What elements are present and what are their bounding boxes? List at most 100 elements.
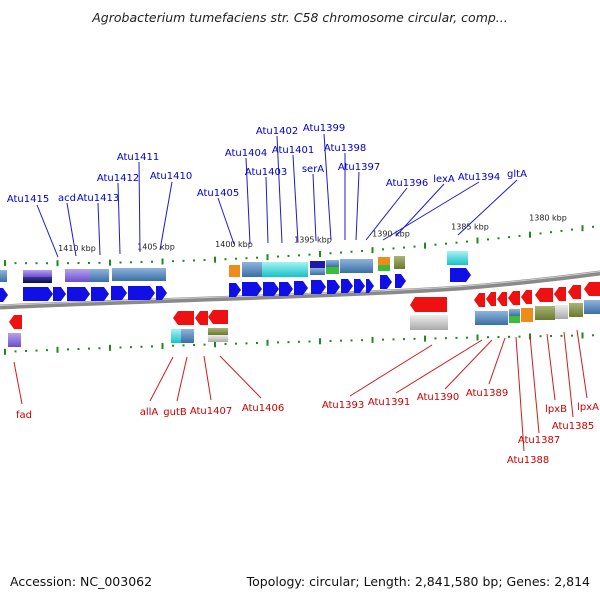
gene-label-atu1401: Atu1401: [272, 145, 314, 156]
gene-label-atu1410: Atu1410: [150, 171, 192, 182]
gene-label-gutb: gutB: [163, 407, 187, 418]
forward-gene-labels: Atu1415 acd Atu1413 Atu1412 Atu1411 Atu1…: [7, 123, 527, 258]
gene-label-atu1404: Atu1404: [225, 148, 267, 159]
gene-label-fad: fad: [16, 410, 32, 421]
topology-summary: Topology: circular; Length: 2,841,580 bp…: [246, 574, 590, 589]
feature-box: [171, 329, 181, 343]
gene-label-atu1406: Atu1406: [242, 403, 284, 414]
feature-box: [310, 261, 325, 268]
reverse-gene-arrow: [554, 287, 566, 301]
feature-box: [555, 305, 568, 319]
forward-gene-arrow: [156, 286, 167, 300]
gene-label-atu1390: Atu1390: [417, 392, 459, 403]
forward-gene-arrow: [341, 279, 353, 293]
gene-label-atu1388: Atu1388: [507, 455, 549, 466]
kbp-label: 1380 kbp: [529, 214, 567, 223]
gene-label-lpxb: lpxB: [545, 404, 567, 415]
forward-gene-arrow: [279, 282, 293, 296]
forward-gene-arrow: [263, 282, 279, 296]
gene-label-acd: acd: [58, 193, 76, 204]
feature-box: [326, 267, 339, 274]
gene-label-atu1415: Atu1415: [7, 194, 49, 205]
feature-box: [378, 257, 390, 265]
reverse-gene-arrow: [173, 311, 194, 325]
gene-label-atu1398: Atu1398: [324, 143, 366, 154]
feature-box: [208, 328, 228, 335]
feature-box: [310, 268, 325, 275]
forward-gene-arrow: [67, 287, 90, 301]
forward-gene-arrow: [311, 280, 326, 294]
forward-gene-arrow: [450, 268, 471, 282]
feature-box: [23, 270, 52, 277]
gene-label-atu1394: Atu1394: [458, 172, 500, 183]
feature-box: [8, 333, 21, 347]
reverse-gene-arrow: [486, 292, 496, 306]
gene-label-atu1411: Atu1411: [117, 152, 159, 163]
forward-gene-arrow: [91, 287, 109, 301]
scale-ticks-bottom: [4, 332, 594, 355]
feature-box: [181, 329, 194, 343]
reverse-gene-arrow: [474, 293, 485, 307]
gene-label-atu1391: Atu1391: [368, 397, 410, 408]
feature-box: [378, 265, 390, 271]
feature-box: [242, 262, 262, 277]
kbp-label: 1395 kbp: [294, 235, 332, 244]
kbp-scale-labels: 1410 kbp 1405 kbp 1400 kbp 1395 kbp 1390 kbp…: [58, 214, 567, 254]
reverse-gene-arrow: [208, 310, 228, 324]
chromosome-backbone: [0, 270, 600, 310]
forward-gene-arrow: [229, 283, 241, 297]
forward-gene-arrow: [53, 287, 66, 301]
feature-box: [262, 262, 308, 277]
forward-feature-boxes: [0, 251, 468, 283]
feature-box: [340, 259, 373, 273]
reverse-gene-arrow: [410, 297, 447, 312]
forward-gene-arrow: [242, 282, 262, 296]
scale-ticks-top: [4, 225, 594, 267]
kbp-label: 1400 kbp: [215, 240, 253, 249]
gene-label-atu1399: Atu1399: [303, 123, 345, 134]
gene-label-atu1389: Atu1389: [466, 388, 508, 399]
reverse-gene-arrow: [497, 292, 507, 306]
forward-gene-arrow: [366, 279, 374, 293]
gene-label-atu1413: Atu1413: [77, 193, 119, 204]
gene-label-atu1397: Atu1397: [338, 162, 380, 173]
feature-box: [475, 311, 508, 325]
forward-gene-arrow: [111, 286, 127, 300]
feature-box: [509, 316, 520, 323]
feature-box: [112, 268, 128, 281]
forward-gene-arrow: [0, 288, 8, 302]
gene-label-atu1385: Atu1385: [552, 421, 594, 432]
reverse-gene-arrow: [9, 315, 22, 329]
feature-box: [90, 269, 109, 282]
reverse-gene-arrow: [568, 285, 581, 299]
reverse-gene-labels: fad allA gutB Atu1407 Atu1406 Atu1393 At…: [13, 329, 599, 466]
chromosome-backbone-highlight: [0, 271, 600, 306]
gene-label-atu1393: Atu1393: [322, 400, 364, 411]
feature-box: [521, 308, 533, 322]
accession-label: Accession: NC_003062: [10, 574, 153, 589]
kbp-label: 1405 kbp: [137, 243, 175, 252]
gene-label-atu1396: Atu1396: [386, 178, 428, 189]
reverse-gene-arrow: [508, 291, 520, 305]
forward-gene-arrows: [0, 268, 471, 302]
forward-gene-arrow: [354, 279, 365, 293]
feature-box: [535, 306, 555, 320]
gene-label-atu1405: Atu1405: [197, 188, 239, 199]
feature-box: [229, 265, 240, 277]
feature-box: [128, 268, 166, 281]
feature-box: [326, 260, 339, 267]
reverse-gene-arrow: [195, 311, 208, 325]
gene-label-atu1403: Atu1403: [245, 167, 287, 178]
kbp-label: 1410 kbp: [58, 244, 96, 253]
gene-label-alla: allA: [140, 407, 159, 418]
kbp-label: 1390 kbp: [372, 230, 410, 239]
gene-label-atu1412: Atu1412: [97, 173, 139, 184]
feature-box: [447, 251, 468, 265]
feature-box: [584, 300, 600, 314]
reverse-gene-arrow: [535, 288, 553, 302]
gene-label-atu1402: Atu1402: [256, 126, 298, 137]
gene-label-sera: serA: [302, 164, 324, 175]
gene-label-atu1387: Atu1387: [518, 435, 560, 446]
map-title: Agrobacterium tumefaciens str. C58 chrom…: [92, 10, 508, 25]
